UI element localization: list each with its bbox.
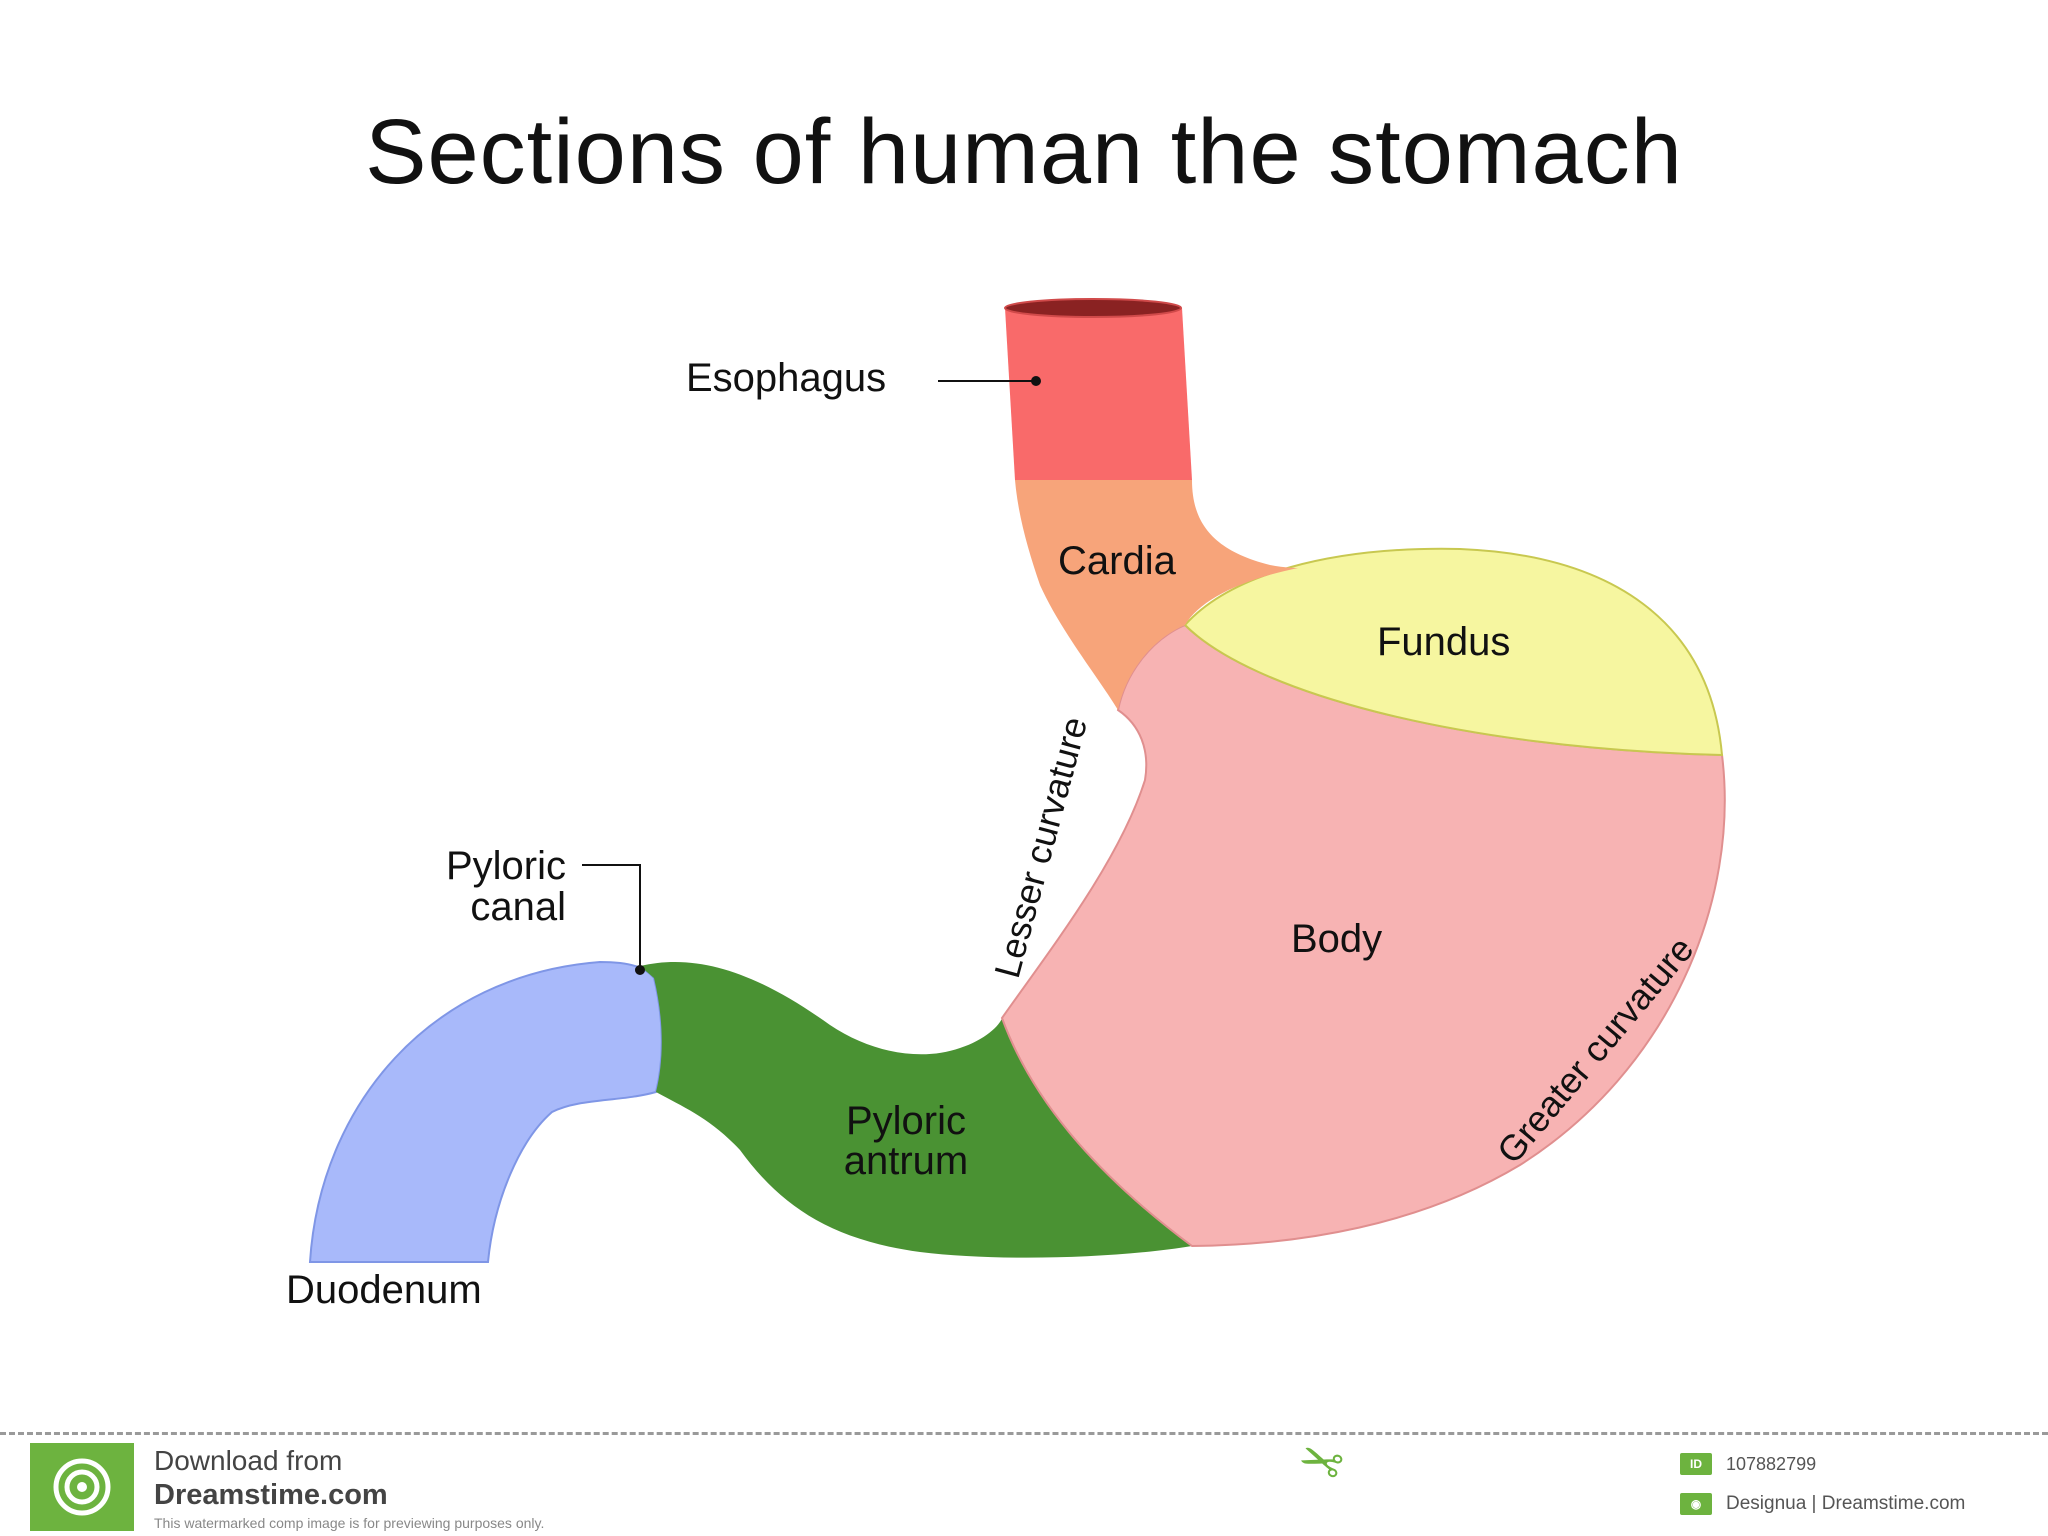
esophagus-label: Esophagus [686,356,886,400]
esophagus-rim [1004,298,1182,318]
cardia-label: Cardia [1058,539,1177,583]
site-name: Dreamstime.com [154,1479,388,1511]
duodenum-region [308,960,663,1263]
scissors-icon: ✂ [1291,1424,1353,1494]
pyloric-canal-label-line1: Pyloric [446,844,566,888]
credit-text: Designua | Dreamstime.com [1726,1493,1966,1514]
esophagus-opening [1005,299,1181,317]
image-id-row: ID 107882799 [1680,1453,1816,1475]
credit-row: ◉ Designua | Dreamstime.com [1680,1493,1965,1515]
watermark-note: This watermarked comp image is for previ… [154,1515,545,1531]
fundus-region [1183,547,1724,757]
spiral-logo-icon [30,1443,134,1531]
body-label: Body [1291,917,1382,961]
pyloric-canal-leader-line [582,864,641,970]
pyloric-antrum-region [640,961,1192,1258]
download-from-text: Download from [154,1445,343,1476]
fundus-label: Fundus [1377,620,1510,664]
pyloric-antrum-label-line1: Pyloric [846,1099,966,1143]
watermark-footer: Download from Dreamstime.com This waterm… [0,1424,2048,1536]
cardia-region [1015,480,1298,710]
image-id-number: 107882799 [1726,1453,1817,1474]
duodenum-label: Duodenum [286,1268,482,1312]
id-tag: ID [1680,1453,1712,1475]
credit-icon: ◉ [1680,1493,1712,1515]
esophagus-region [1005,308,1192,480]
pyloric-canal-leader-dot [635,965,645,975]
esophagus-leader-dot [1031,376,1041,386]
pyloric-antrum-label-line2: antrum [844,1139,969,1183]
pyloric-canal-label-line2: canal [470,885,566,929]
page-title: Sections of human the stomach [365,101,1683,203]
